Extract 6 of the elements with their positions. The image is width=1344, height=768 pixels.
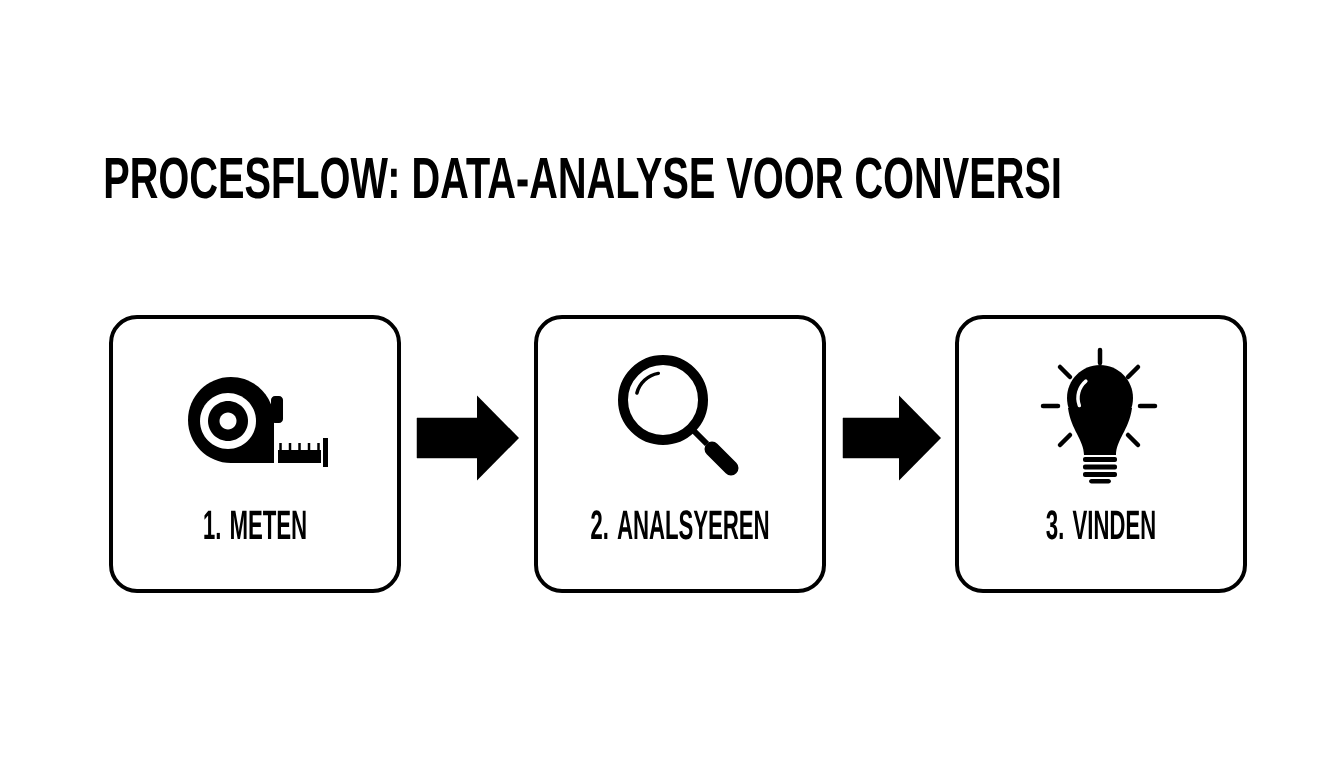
- step-box: 2. ANALSYEREN: [534, 315, 826, 593]
- title: PROCESFLOW: DATA-ANALYSE VOOR CONVERSI: [105, 157, 1060, 199]
- arrow: [842, 395, 941, 481]
- arrow: [416, 395, 519, 481]
- step-box: 3. VINDEN: [955, 315, 1247, 593]
- step-box: 1. METEN: [109, 315, 401, 593]
